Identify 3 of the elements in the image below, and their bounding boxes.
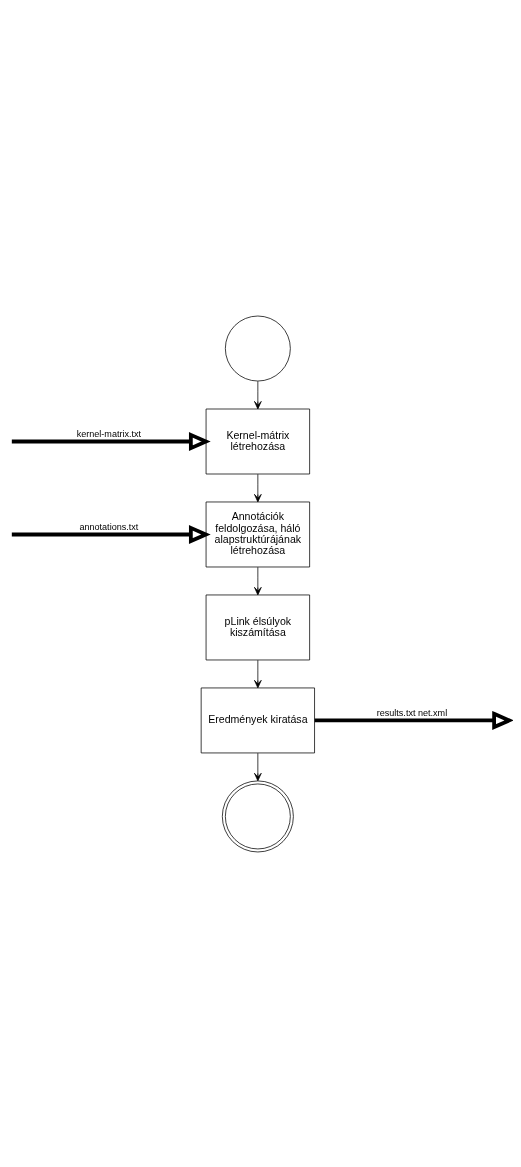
edge-label: results.txt net.xml [376,707,448,718]
edge-label: kernel-matrix.txt [76,428,142,439]
edge-label: annotations.txt [79,521,139,532]
